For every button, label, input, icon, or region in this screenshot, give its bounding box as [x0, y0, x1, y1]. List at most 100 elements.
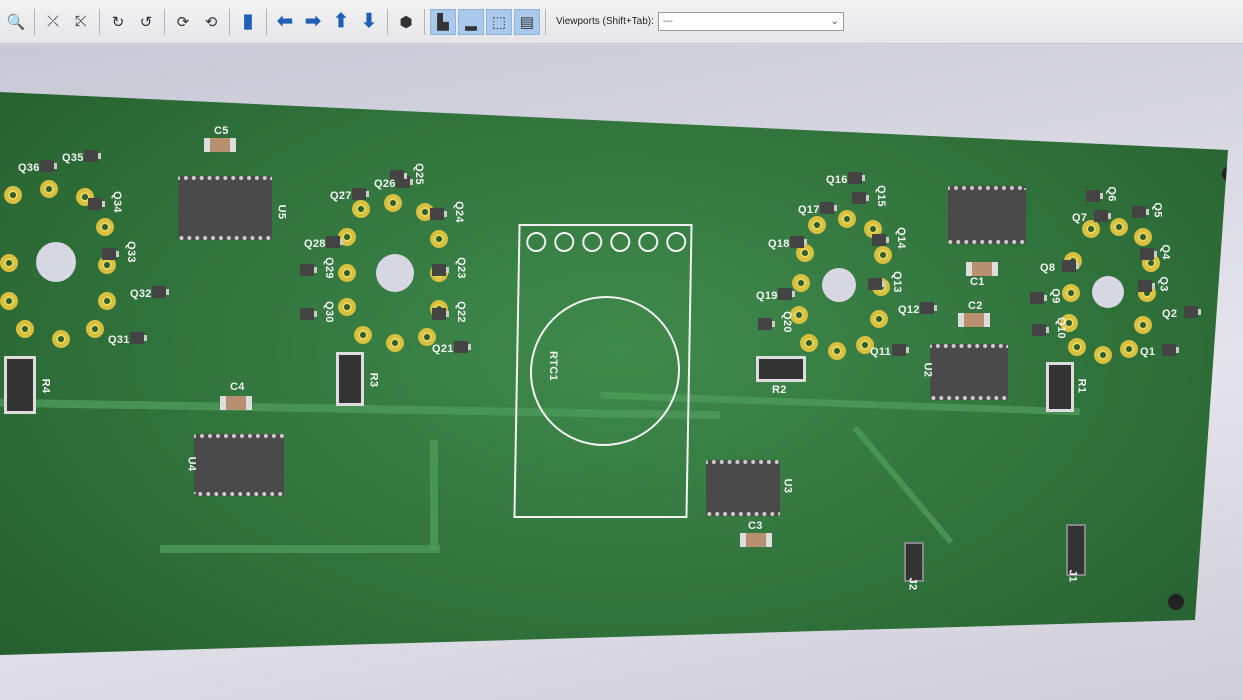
pad [828, 342, 846, 360]
pad [1068, 338, 1086, 356]
flip-x-icon[interactable]: ⤫ [46, 13, 59, 30]
transistor-q9 [1030, 292, 1044, 304]
transistor-q5 [1132, 206, 1146, 218]
transistor-q19 [778, 288, 792, 300]
pad [1082, 220, 1100, 238]
silkscreen-label-c3: C3 [748, 520, 763, 532]
silkscreen-label-q26: Q26 [374, 178, 396, 190]
silkscreen-label-q30: Q30 [322, 301, 335, 323]
transistor-q28 [326, 236, 340, 248]
pad [430, 230, 448, 248]
resistor-r1 [1046, 362, 1074, 412]
pad [792, 274, 810, 292]
silkscreen-label-q11: Q11 [870, 346, 892, 358]
connector-j1 [1066, 524, 1086, 576]
silkscreen-label-q27: Q27 [330, 190, 352, 202]
separator [424, 8, 425, 35]
pad [1134, 316, 1152, 334]
silkscreen-label-u4: U4 [185, 456, 198, 472]
flip-xg-icon[interactable]: ⤪ [74, 13, 87, 30]
silkscreen-label-u5: U5 [275, 204, 288, 220]
capacitor-c3 [740, 533, 772, 547]
ic-u5 [178, 176, 272, 240]
transistor-q21 [454, 341, 468, 353]
resistor-r4 [4, 356, 36, 414]
separator [99, 8, 100, 35]
trace [430, 440, 438, 550]
viewports-select[interactable]: ---⌄ [657, 12, 844, 31]
rotate-y-ccw-icon[interactable]: ↺ [139, 13, 153, 31]
transistor-q14 [872, 234, 886, 246]
board-icon[interactable]: ▮ [242, 11, 254, 32]
pad [790, 306, 808, 324]
silkscreen-label-c5: C5 [214, 125, 229, 137]
silkscreen-label-u2: U2 [921, 362, 934, 378]
pad [1060, 314, 1078, 332]
trace [160, 545, 440, 553]
silkscreen-label-r2: R2 [772, 384, 787, 396]
trace [852, 425, 954, 545]
ic-u4 [194, 434, 284, 496]
arrow-down-icon[interactable]: ⬇ [361, 11, 377, 32]
zoom-icon[interactable]: 🔍 [6, 13, 26, 31]
silkscreen-label-q17: Q17 [798, 204, 820, 216]
viewports-value: --- [662, 16, 673, 27]
silkscreen-label-q31: Q31 [108, 334, 130, 346]
transistor-q25 [390, 170, 404, 182]
pin [638, 232, 659, 252]
rotate-z-ccw-icon[interactable]: ⟲ [204, 13, 218, 31]
transistor-q6 [1086, 190, 1100, 202]
silkscreen-label-q29: Q29 [322, 257, 335, 279]
transistor-q32 [152, 286, 166, 298]
arrow-up-icon[interactable]: ⬆ [333, 11, 349, 32]
transistor-q4 [1140, 248, 1154, 260]
silkscreen-label-q2: Q2 [1162, 308, 1178, 320]
rotate-y-icon[interactable]: ↻ [111, 13, 125, 31]
view-top-icon[interactable]: ▙ [430, 8, 456, 35]
ic-u2 [930, 344, 1008, 400]
pad [1094, 346, 1112, 364]
view-bottom-icon[interactable]: ▂ [458, 8, 484, 35]
pad [0, 254, 18, 272]
silkscreen-label-rtc1: RTC1 [546, 351, 559, 381]
transistor-q16 [848, 172, 862, 184]
silkscreen-label-q36: Q36 [18, 162, 40, 174]
silkscreen-label-q34: Q34 [110, 191, 123, 213]
pad [338, 264, 356, 282]
silkscreen-label-r4: R4 [39, 378, 52, 394]
view-pos-icon[interactable]: ▤ [514, 8, 540, 35]
transistor-q36 [40, 160, 54, 172]
mount-hole [1168, 594, 1184, 610]
arrow-right-icon[interactable]: ➡ [305, 11, 321, 32]
3d-cube-icon[interactable]: ⬢ [399, 13, 413, 31]
silkscreen-label-q35: Q35 [62, 152, 84, 164]
rotate-z-icon[interactable]: ⟳ [176, 13, 190, 31]
arrow-left-icon[interactable]: ⬅ [277, 11, 293, 32]
transistor-q35 [84, 150, 98, 162]
silkscreen-label-c4: C4 [230, 381, 245, 393]
silkscreen-label-q14: Q14 [894, 227, 907, 249]
silkscreen-label-c2: C2 [968, 300, 983, 312]
separator [545, 8, 546, 35]
view-frame-icon[interactable]: ⬚ [486, 8, 512, 35]
transistor-q18 [790, 236, 804, 248]
silkscreen-label-q23: Q23 [454, 257, 467, 279]
silkscreen-label-q13: Q13 [890, 271, 903, 293]
mount-hole [1222, 166, 1228, 182]
silkscreen-label-j2: J2 [906, 577, 919, 591]
transistor-q29 [300, 264, 314, 276]
pad [1110, 218, 1128, 236]
pad [800, 334, 818, 352]
pad [856, 336, 874, 354]
silkscreen-label-r3: R3 [367, 372, 380, 388]
silkscreen-label-q3: Q3 [1157, 276, 1170, 292]
silkscreen-label-q18: Q18 [768, 238, 790, 250]
silkscreen-label-q16: Q16 [826, 174, 848, 186]
pad [0, 292, 18, 310]
pad [98, 292, 116, 310]
pad [796, 244, 814, 262]
silkscreen-label-q19: Q19 [756, 290, 778, 302]
silkscreen-label-u3: U3 [781, 478, 794, 494]
silkscreen-label-q20: Q20 [780, 311, 793, 333]
